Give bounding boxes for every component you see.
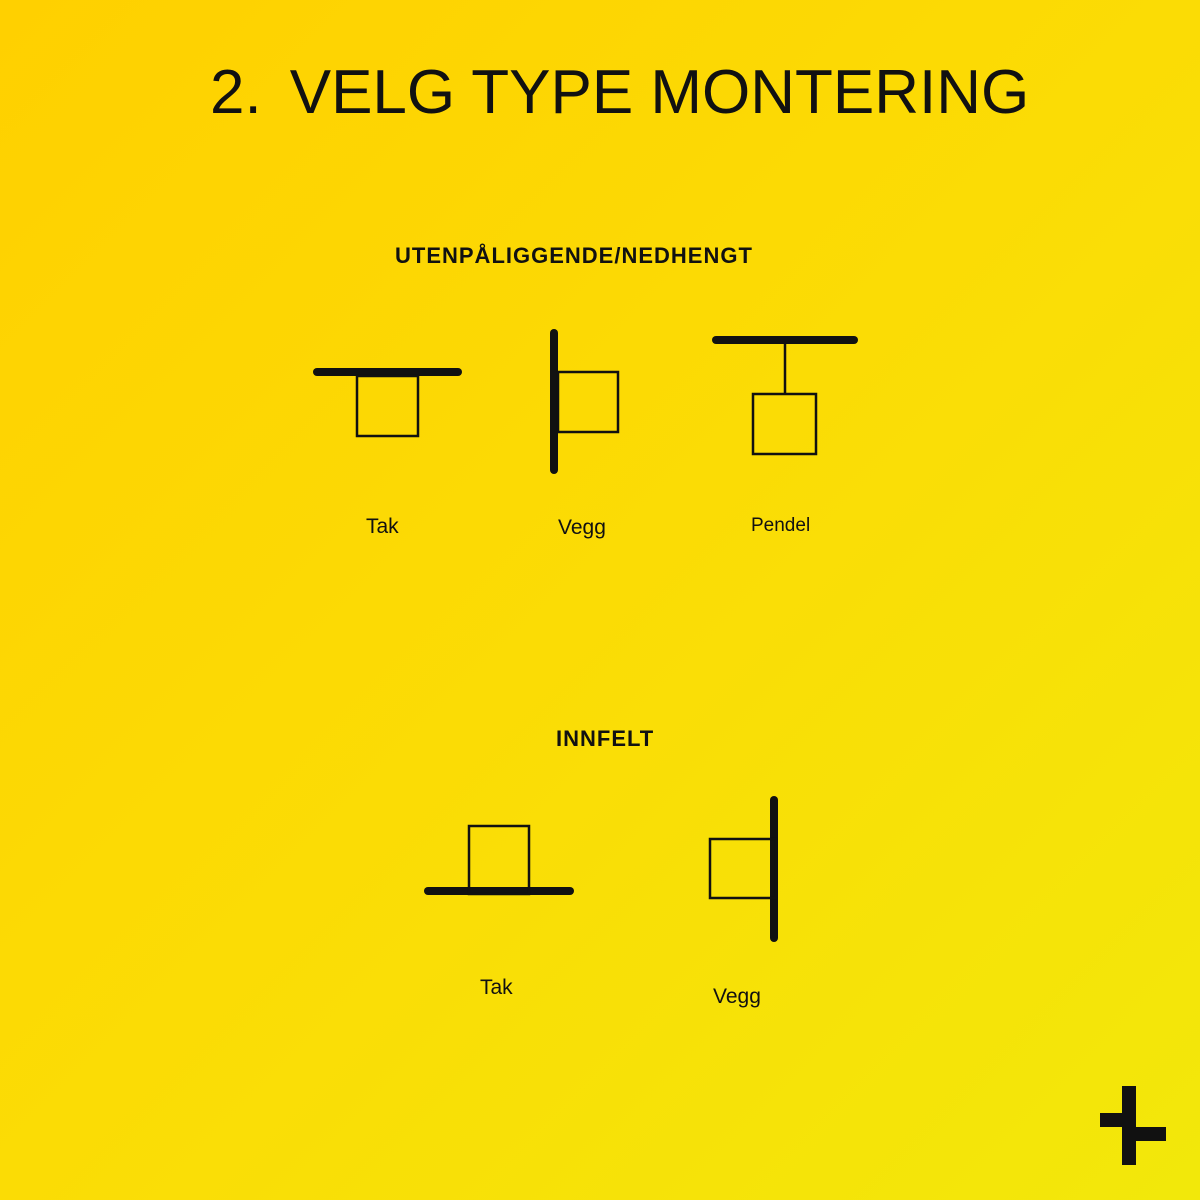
surface-wall-label: Vegg [558,516,606,539]
pendant-mount-icon[interactable] [712,336,858,456]
recessed-ceiling-label: Tak [480,976,513,999]
recessed-ceiling-icon[interactable] [424,824,574,896]
recessed-wall-label: Vegg [713,985,761,1008]
surface-mounted-heading: UTENPÅLIGGENDE/NEDHENGT [395,243,753,268]
page-title: 2.VELG TYPE MONTERING [210,62,1029,124]
recessed-heading: INNFELT [556,726,655,751]
wall-mount-icon[interactable] [550,329,620,474]
surface-pendant-label: Pendel [751,515,811,536]
plus-logo-icon [1100,1086,1166,1165]
recessed-wall-icon[interactable] [708,796,778,942]
surface-ceiling-label: Tak [366,515,399,538]
title-number: 2. [210,58,262,127]
ceiling-mount-icon[interactable] [313,368,462,438]
title-text: VELG TYPE MONTERING [289,58,1030,127]
